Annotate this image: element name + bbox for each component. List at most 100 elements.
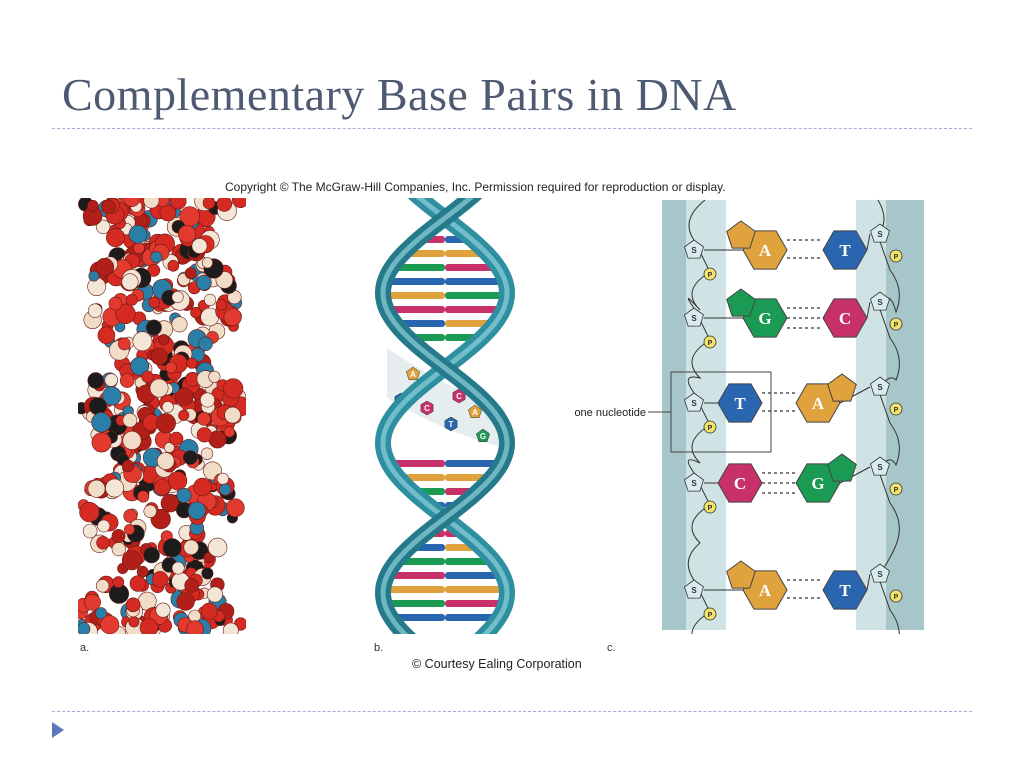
atom — [196, 427, 212, 443]
phosphate-icon — [703, 267, 717, 281]
phosphate-label: P — [894, 254, 899, 261]
atom — [200, 602, 218, 620]
base-rung — [385, 306, 445, 313]
phosphate-label: P — [894, 322, 899, 329]
atom — [215, 298, 228, 311]
base-rung — [386, 460, 445, 467]
phosphate-icon — [889, 249, 903, 263]
atom — [137, 490, 150, 503]
atom — [224, 406, 241, 424]
atom — [88, 397, 107, 416]
atom — [121, 550, 142, 571]
atom — [146, 319, 162, 336]
base-letter: A — [812, 394, 825, 413]
phosphate-icon — [703, 335, 717, 349]
pyrimidine-base-icon — [822, 570, 868, 610]
base-letter: A — [759, 581, 772, 600]
atom — [88, 270, 100, 282]
purine-ring-icon — [726, 220, 756, 249]
atom — [171, 291, 184, 304]
sugar-label: S — [877, 230, 883, 239]
atom — [130, 356, 150, 376]
pyrimidine-base-icon — [822, 298, 868, 338]
sugar-label: S — [877, 298, 883, 307]
phosphate-icon — [889, 317, 903, 331]
atom — [129, 575, 147, 592]
purine-ring-icon — [726, 560, 756, 589]
atom — [176, 592, 195, 611]
phosphate-icon — [703, 607, 717, 621]
sugar-label: S — [691, 586, 697, 595]
sugar-label: S — [877, 463, 883, 472]
mini-base-icon — [468, 404, 482, 418]
atom — [186, 357, 198, 369]
next-slide-arrow-icon[interactable] — [52, 722, 64, 738]
base-rung — [398, 558, 445, 565]
atom — [117, 337, 131, 351]
atom — [183, 539, 199, 555]
atom — [82, 523, 98, 539]
atom — [105, 227, 125, 247]
atom — [87, 200, 99, 212]
atom — [177, 224, 197, 244]
atom — [150, 251, 163, 264]
atom — [125, 294, 138, 306]
atom — [190, 306, 202, 319]
atom — [143, 546, 160, 564]
atom — [143, 504, 157, 518]
atom — [78, 622, 91, 634]
atom — [165, 361, 178, 374]
atom — [160, 494, 180, 513]
atom — [161, 401, 174, 413]
atom — [186, 620, 204, 634]
phosphate-icon — [889, 482, 903, 496]
mini-base-icon — [444, 416, 458, 432]
atom — [201, 567, 214, 580]
mini-base-label: G — [480, 432, 486, 441]
phosphate-label: P — [708, 505, 713, 512]
atom — [169, 431, 184, 446]
callout-label: one nucleotide — [574, 407, 646, 419]
atom — [200, 447, 214, 460]
pyrimidine-base-icon — [717, 383, 763, 423]
atom — [95, 607, 108, 620]
atom — [104, 373, 118, 387]
atom — [193, 477, 212, 497]
atom — [95, 219, 111, 234]
purine-base-icon — [742, 298, 788, 338]
atom — [163, 442, 175, 453]
atom — [159, 204, 177, 222]
atom — [139, 618, 159, 634]
atom — [208, 370, 221, 383]
base-letter: C — [839, 309, 851, 328]
atom — [188, 609, 201, 623]
base-letter: T — [839, 581, 851, 600]
base-rung — [388, 614, 445, 621]
atom — [122, 430, 142, 450]
sugar-icon — [870, 563, 890, 583]
mini-base-label: T — [449, 420, 454, 429]
base-rung — [445, 572, 502, 579]
panel-label-a: a. — [80, 642, 90, 654]
sugar-label: S — [691, 314, 697, 323]
purine-ring-icon — [827, 453, 857, 482]
left-strand-line — [687, 199, 711, 634]
base-rung — [445, 306, 505, 313]
atom — [171, 561, 185, 575]
sugar-icon — [684, 307, 704, 327]
mini-base-label: C — [424, 404, 430, 413]
atom — [222, 622, 239, 634]
mini-base-label: C — [456, 392, 462, 401]
base-rung — [445, 586, 507, 593]
atom — [216, 198, 233, 212]
atom — [149, 378, 169, 398]
right-strand-line — [877, 199, 900, 634]
atom — [96, 536, 110, 550]
sugar-icon — [870, 376, 890, 396]
phosphate-label: P — [708, 425, 713, 432]
glycosidic-bond — [866, 301, 871, 319]
sugar-icon — [870, 456, 890, 476]
base-rung — [383, 600, 445, 607]
